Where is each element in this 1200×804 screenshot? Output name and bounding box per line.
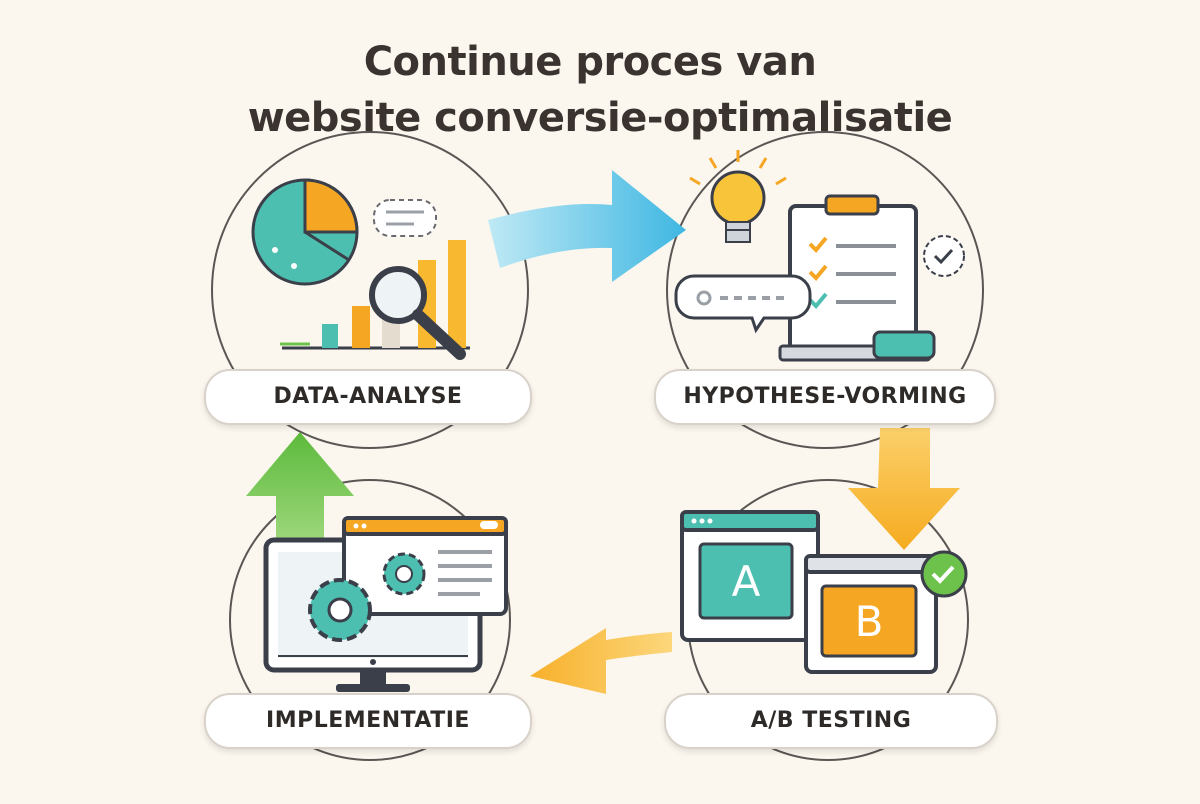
page-title: Continue proces van website conversie-op… bbox=[0, 34, 1200, 146]
speech-bubble-icon bbox=[373, 199, 437, 237]
browser-window-b-icon bbox=[804, 554, 938, 674]
step-circle-hypothese bbox=[666, 131, 984, 449]
magnifier-icon bbox=[369, 266, 466, 360]
arrow-left-icon bbox=[530, 628, 672, 694]
step-label-data-analyse: DATA-ANALYSE bbox=[204, 369, 532, 425]
check-badge-icon bbox=[920, 550, 968, 598]
title-line-2: website conversie-optimalisatie bbox=[247, 95, 953, 141]
step-label-hypothese-vorming: HYPOTHESE-VORMING bbox=[654, 369, 996, 425]
title-line-1: Continue proces van bbox=[363, 39, 817, 85]
step-label-implementatie: IMPLEMENTATIE bbox=[204, 693, 532, 749]
browser-window-icon bbox=[342, 516, 508, 616]
gear-icon bbox=[382, 552, 426, 596]
gear-icon bbox=[308, 578, 372, 642]
arrow-right-icon bbox=[488, 170, 686, 282]
check-badge-icon bbox=[923, 235, 965, 277]
arrow-down-icon bbox=[848, 428, 960, 550]
variant-b-letter: B bbox=[855, 597, 884, 646]
step-circle-data-analyse bbox=[211, 131, 529, 449]
variant-a-letter: A bbox=[732, 557, 761, 606]
pie-chart-icon bbox=[251, 178, 359, 286]
step-circle-implementatie bbox=[229, 479, 511, 761]
speech-bubble-icon bbox=[674, 274, 812, 334]
laptop-base-icon bbox=[778, 330, 936, 362]
clipboard-checklist-icon bbox=[788, 194, 918, 358]
lightbulb-icon bbox=[689, 150, 787, 243]
step-label-ab-testing: A/B TESTING bbox=[664, 693, 998, 749]
arrow-up-icon bbox=[246, 432, 354, 560]
